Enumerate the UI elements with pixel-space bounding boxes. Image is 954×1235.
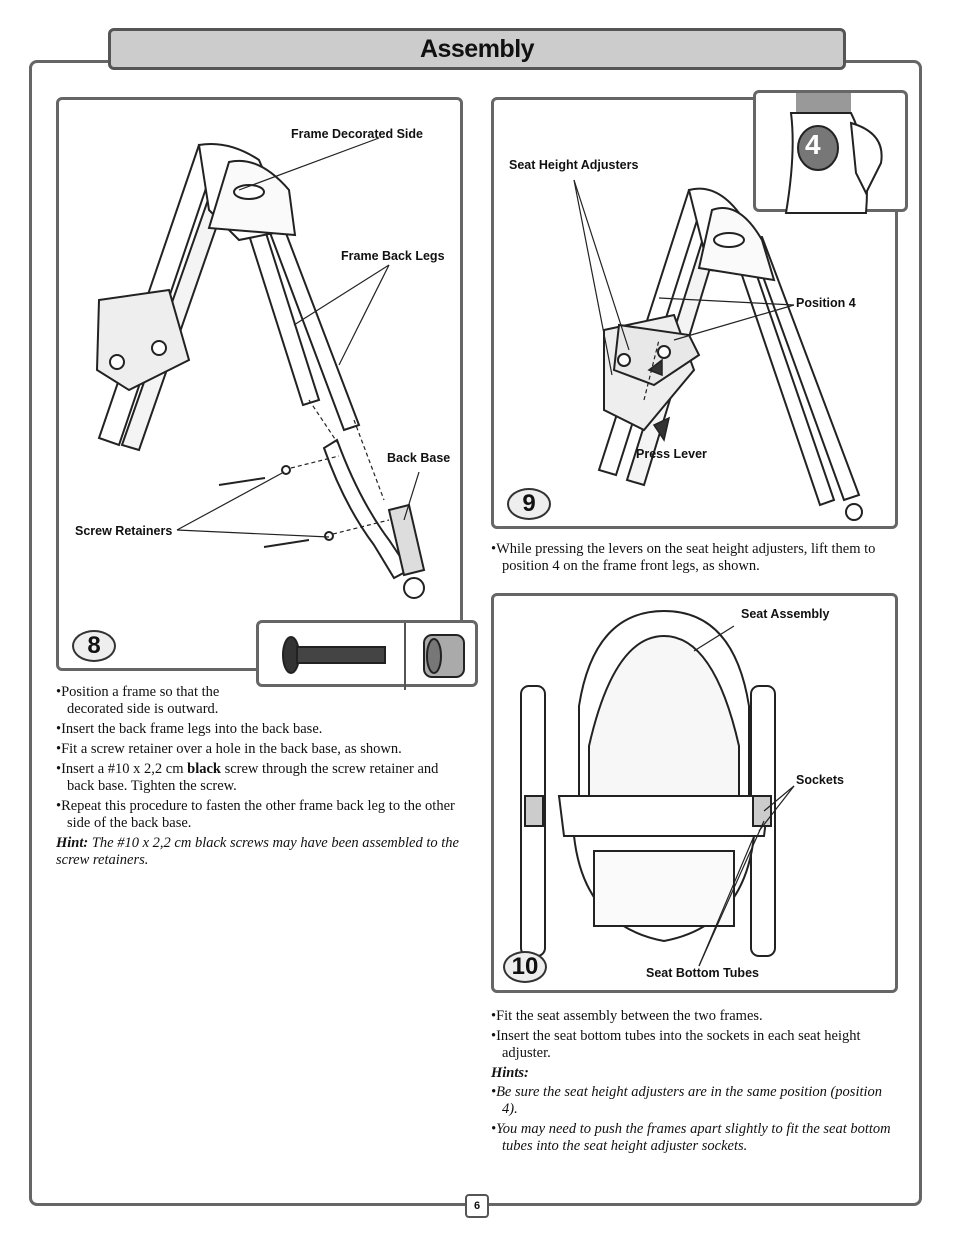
step-10-hint-1: •Be sure the seat height adjusters are i… (491, 1084, 883, 1117)
step-10-instructions: •Fit the seat assembly between the two f… (491, 1008, 896, 1158)
step-number-8: 8 (72, 630, 116, 662)
label-seat-bottom-tubes: Seat Bottom Tubes (646, 966, 759, 980)
label-position-4: Position 4 (796, 296, 856, 310)
step-8-bullet-1: •Position a frame so that the decorated … (56, 684, 220, 717)
step-9-instructions: •While pressing the levers on the seat h… (491, 541, 891, 578)
label-seat-height-adjusters: Seat Height Adjusters (509, 158, 639, 172)
label-sockets: Sockets (796, 773, 844, 787)
step-10-bullet-2: •Insert the seat bottom tubes into the s… (491, 1028, 861, 1061)
label-screw-retainers: Screw Retainers (75, 524, 173, 538)
step-8-bullet-3: •Fit a screw retainer over a hole in the… (56, 741, 402, 757)
step-10-panel: Seat Assembly Sockets Seat Bottom Tubes … (491, 593, 898, 993)
label-seat-assembly: Seat Assembly (741, 607, 830, 621)
page-title: Assembly (419, 34, 535, 63)
label-frame-back-legs: Frame Back Legs (341, 249, 445, 263)
step-8-hint: Hint: The #10 x 2,2 cm black screws may … (56, 835, 459, 868)
label-back-base: Back Base (387, 451, 451, 465)
step-number-9: 9 (507, 488, 551, 520)
step-10-hint-2: •You may need to push the frames apart s… (491, 1121, 891, 1154)
label-frame-decorated-side: Frame Decorated Side (291, 127, 423, 141)
step-8-bullet-2: •Insert the back frame legs into the bac… (56, 721, 323, 737)
step-9-panel: Seat Height Adjusters Position 4 Press L… (491, 97, 898, 529)
label-press-lever: Press Lever (636, 447, 707, 461)
step-10-illustration (520, 609, 795, 967)
screw-inset (256, 620, 478, 690)
step-8-panel: Frame Decorated Side Frame Back Legs Bac… (56, 97, 463, 671)
title-bar: Assembly (108, 28, 846, 70)
step-10-hints-label: Hints: (491, 1065, 529, 1081)
step-number-10: 10 (503, 951, 547, 983)
step-8-bullet-4: •Insert a #10 x 2,2 cm black screw throu… (56, 761, 439, 794)
screw-inset-illustration (282, 623, 465, 690)
position-4-inset: 4 (753, 90, 908, 214)
step-8-instructions: •Position a frame so that the decorated … (56, 684, 466, 872)
inset-number-4: 4 (805, 129, 821, 160)
page-number: 6 (465, 1194, 489, 1218)
step-9-bullet-1: •While pressing the levers on the seat h… (491, 541, 876, 574)
step-10-bullet-1: •Fit the seat assembly between the two f… (491, 1008, 763, 1024)
position-4-inset-illustration (784, 93, 883, 214)
step-8-illustration (95, 137, 426, 599)
step-8-bullet-5: •Repeat this procedure to fasten the oth… (56, 798, 455, 831)
step-9-illustration (573, 179, 863, 521)
